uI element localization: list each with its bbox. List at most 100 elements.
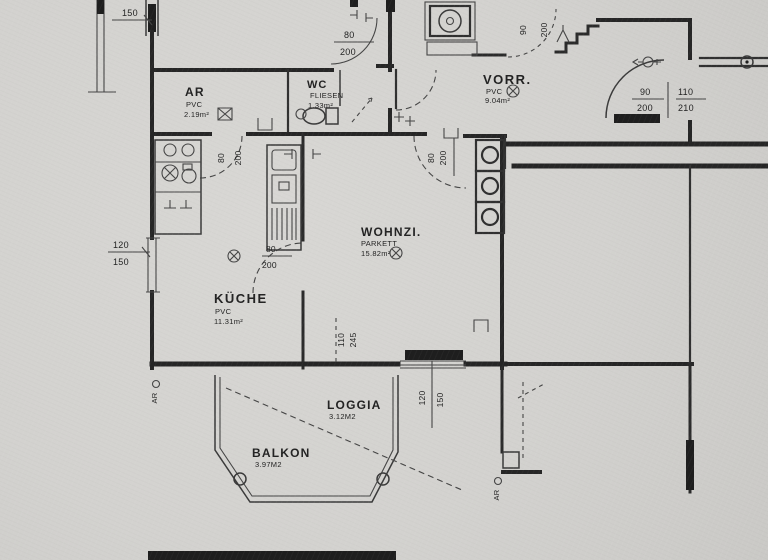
wc-arrow <box>351 97 373 123</box>
wall-ar-wc-top <box>150 64 394 72</box>
dim-entry-door-w: 90 <box>518 25 528 35</box>
window-loggia <box>400 360 466 369</box>
kitchen-counter-dividers <box>155 161 201 193</box>
loggia-wall-foot <box>502 451 520 469</box>
room-label-balkon: BALKON <box>252 446 311 460</box>
door-arc-top-right <box>605 59 665 119</box>
wall-top-right <box>596 18 692 146</box>
kitchen-tall-unit <box>266 144 302 251</box>
dim-ar-pass-h: 200 <box>233 151 243 166</box>
lamp-outlet-kueche-icon <box>227 249 241 263</box>
fixtures <box>154 1 506 360</box>
door-arc-entry <box>507 8 557 58</box>
room-area-vorr: 9.04m² <box>485 96 510 105</box>
room-floor-vorr: PVC <box>486 87 503 96</box>
balkon-outline-inner <box>219 377 394 497</box>
socket-icons-vorr <box>394 112 415 126</box>
room-area-ar: 2.19m² <box>184 110 209 119</box>
doors <box>199 8 706 294</box>
kitchen-unit-top <box>271 149 297 171</box>
ar-marker-right-circle <box>493 476 503 486</box>
dim-top-left-line <box>112 14 153 26</box>
key-icon <box>631 56 661 68</box>
wall-middle <box>150 132 507 138</box>
loggia-balkon-divider <box>225 387 463 491</box>
dim-lines-top-right <box>632 82 706 118</box>
door-leaf-top-right <box>614 114 660 123</box>
dim-top-left: 150 <box>122 8 138 18</box>
toilet-cistern <box>325 107 339 125</box>
washing-machine-drum <box>438 9 462 33</box>
ar-marker-left-circle <box>151 379 161 389</box>
dim-loggia-win-w: 120 <box>417 391 427 406</box>
wall-top-left-black <box>148 4 156 32</box>
door-arc-vorr-wohnzi <box>413 135 467 189</box>
room-label-wohnzi: WOHNZI. <box>361 225 421 239</box>
window-left <box>146 237 160 293</box>
dim-kueche-door-h: 200 <box>262 260 277 270</box>
wall-entry-black-tick <box>386 0 395 12</box>
ar-marker-left-label: AR <box>150 392 159 403</box>
balcony <box>214 361 545 503</box>
room-floor-kueche: PVC <box>215 307 232 316</box>
dim-entry-door-h: 200 <box>539 23 549 38</box>
sink-bowl-right <box>181 168 197 184</box>
lamp-outlet-vorr-icon <box>506 84 520 98</box>
room-labels: AR PVC 2.19m² WC FLIESEN 1.33m² VORR. PV… <box>184 72 532 469</box>
scan-next-drawing-edge <box>148 551 396 560</box>
shaft-circle-3 <box>480 207 500 227</box>
room-label-vorr: VORR. <box>483 72 532 87</box>
dim-kueche-door-w: 80 <box>266 244 276 254</box>
kitchen-unit-dial <box>278 181 290 191</box>
dim-left-window-h: 150 <box>113 257 129 267</box>
wall-right-black <box>686 440 694 490</box>
dim-left-window-line <box>108 246 151 258</box>
balkon-post-right <box>376 472 390 486</box>
toilet-bowl <box>302 107 326 125</box>
room-area-balkon: 3.97M2 <box>255 460 282 469</box>
cooktop-ring-2 <box>181 143 195 157</box>
kitchen-unit-oven <box>271 174 297 204</box>
wm-shelf <box>426 41 478 56</box>
dim-loggia-win-h: 150 <box>435 393 445 408</box>
radiator <box>405 350 463 360</box>
valve-icon <box>556 25 570 43</box>
dim-niche-h: 245 <box>348 333 358 348</box>
door-arc-wc <box>330 17 378 65</box>
room-area-wc: 1.33m² <box>308 101 333 110</box>
socket-symbols-kitchen <box>164 200 192 209</box>
lamp-outlet-wohnzi-icon <box>389 246 403 260</box>
dim-tr-door2-w: 110 <box>678 87 693 97</box>
dim-ar-pass-w: 80 <box>216 153 226 163</box>
room-label-loggia: LOGGIA <box>327 398 382 412</box>
sink-bowl-left <box>161 164 179 182</box>
wall-neighbour-lines <box>698 56 768 68</box>
room-area-loggia: 3.12M2 <box>329 412 356 421</box>
door-arc-ar-pass <box>199 135 243 179</box>
walls <box>88 0 768 494</box>
sink-tap <box>182 163 193 171</box>
room-area-kueche: 11.31m² <box>214 317 243 326</box>
symbols <box>217 10 754 332</box>
wm-niche-inner <box>428 4 472 38</box>
dim-wc-door-h: 200 <box>340 47 356 57</box>
wall-top-black-tick <box>350 0 358 7</box>
dim-left-window-w: 120 <box>113 240 129 250</box>
wall-far-left-fragment <box>88 0 116 93</box>
socket-icons-wall <box>284 149 321 159</box>
room-label-kueche: KÜCHE <box>214 291 268 306</box>
wall-far-left-black <box>97 0 104 14</box>
loggia-dashed-tick <box>517 383 545 399</box>
ar-marker-right-label: AR <box>492 489 501 500</box>
shaft-box-1 <box>474 138 506 173</box>
room-label-ar: AR <box>185 85 205 99</box>
dimensions: 150 120 150 80 200 80 200 80 200 80 200 … <box>108 8 694 407</box>
dim-tr-door2-h: 210 <box>678 103 694 113</box>
dim-tr-door-w: 90 <box>640 87 651 97</box>
cooktop-ring-1 <box>163 143 177 157</box>
room-floor-wohnzi: PARKETT <box>361 239 397 248</box>
wall-steps <box>554 24 600 54</box>
balkon-outline-outer <box>214 375 399 503</box>
kitchen-counter <box>154 139 202 235</box>
